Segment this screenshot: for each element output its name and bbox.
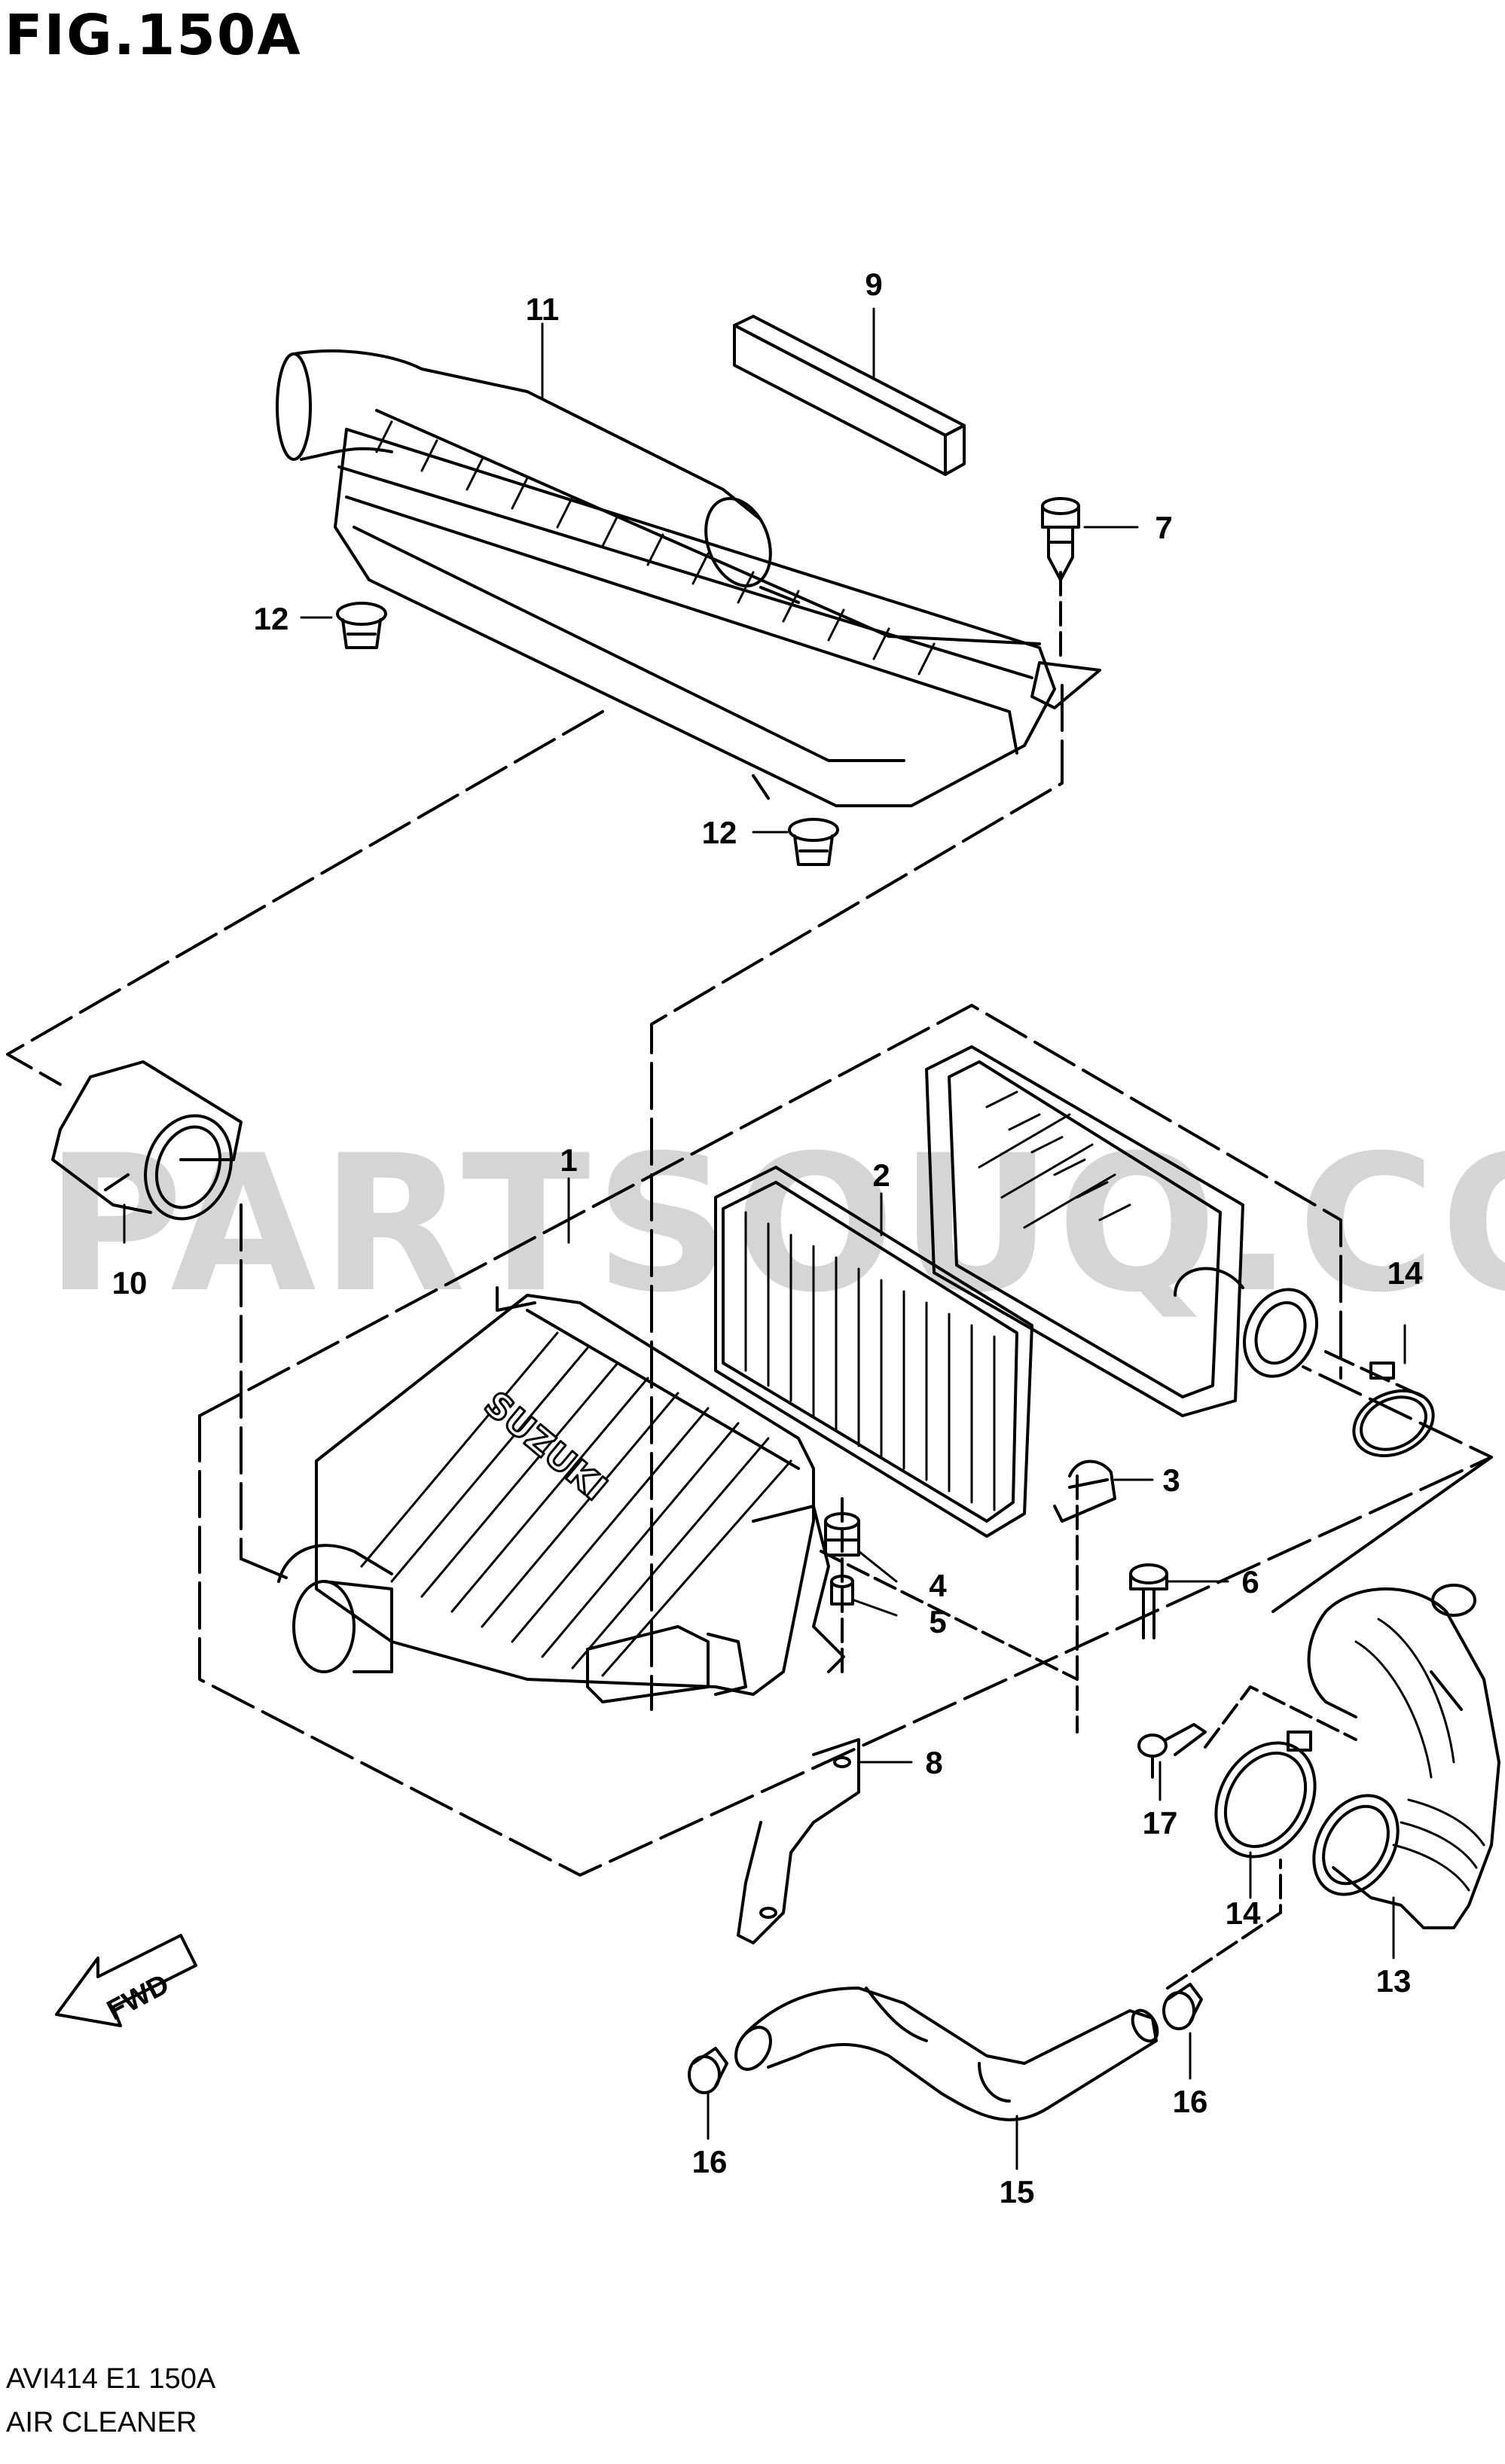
leader-lines: [6, 571, 1493, 1990]
part-12-grommet-lower: [788, 818, 839, 866]
part-8-bracket: [737, 1738, 860, 1944]
callout-8: 8: [925, 1745, 942, 1780]
part-15-drain-hose: [734, 1987, 1159, 2121]
figure-name: AIR CLEANER: [6, 2407, 197, 2438]
part-12-grommet-upper: [336, 602, 387, 649]
callout-10: 10: [112, 1265, 148, 1301]
callout-3: 3: [1162, 1462, 1180, 1498]
callout-17: 17: [1143, 1805, 1178, 1840]
part-4-grommet: [824, 1512, 860, 1557]
air-cleaner-cover: [925, 1045, 1319, 1417]
callout-16-left: 16: [692, 2144, 728, 2179]
callout-4: 4: [929, 1568, 947, 1603]
part-14-clamp-upper: [1352, 1362, 1435, 1458]
fwd-label: FWD: [102, 1968, 174, 2027]
part-7-push-clip: [1041, 497, 1080, 581]
figure-code: AVI414 E1 150A: [6, 2363, 216, 2395]
callout-16-right: 16: [1173, 2084, 1208, 2119]
callout-2: 2: [872, 1157, 890, 1193]
callout-11: 11: [526, 291, 559, 327]
part-10-inlet-sleeve: [51, 1060, 243, 1221]
figure-title: FIG.150A: [5, 3, 302, 68]
part-9-foam-pad: [733, 315, 966, 476]
part-6-bolt: [1129, 1563, 1168, 1639]
part-16-clip-left: [688, 2047, 728, 2094]
callout-9: 9: [865, 267, 882, 302]
callout-leaders: [123, 307, 1406, 2170]
suzuki-brand-mark: SUZUKI: [477, 1383, 615, 1508]
callout-13: 13: [1376, 1963, 1412, 1999]
callout-15: 15: [1000, 2174, 1035, 2209]
part-17-clip: [1137, 1723, 1207, 1779]
callout-6: 6: [1241, 1564, 1259, 1599]
part-2-filter-element: [714, 1166, 1033, 1538]
part-3-clip: [1053, 1459, 1116, 1523]
part-11-upper-duct: [276, 349, 1101, 807]
callout-14-lower: 14: [1226, 1895, 1261, 1931]
part-16-clip-right: [1162, 1983, 1203, 2030]
part-5-collar: [830, 1575, 854, 1606]
callout-12-upper: 12: [254, 601, 289, 636]
part-13-intake-hose: [1307, 1584, 1500, 1929]
callout-7: 7: [1155, 510, 1172, 545]
callout-14-upper: 14: [1387, 1255, 1423, 1291]
fwd-arrow: [55, 1934, 197, 2027]
callout-5: 5: [929, 1604, 946, 1639]
callout-1: 1: [560, 1142, 577, 1178]
part-14-clamp-lower: [1214, 1731, 1317, 1859]
callout-numbers: 9 11 7 12 12 1 2 10 14 3 4 5 6 8 17 14 1…: [112, 267, 1423, 2209]
part-1-air-cleaner-case: SUZUKI: [277, 1286, 845, 1703]
callout-12-lower: 12: [702, 815, 737, 850]
